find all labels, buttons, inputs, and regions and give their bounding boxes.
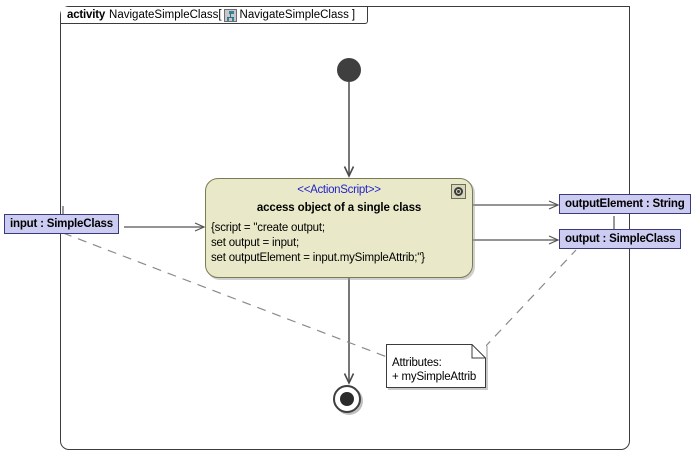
- action-script-line-2: set output = input;: [211, 237, 299, 249]
- action-node[interactable]: <<ActionScript>> access object of a sing…: [205, 178, 473, 278]
- action-script-line-1: {script = "create output;: [211, 222, 325, 234]
- note-attributes[interactable]: Attributes: + mySimpleAttrib: [386, 344, 486, 388]
- note-text: Attributes: + mySimpleAttrib: [392, 356, 476, 384]
- action-title: access object of a single class: [256, 202, 422, 214]
- pin-output[interactable]: output : SimpleClass: [559, 229, 682, 249]
- gear-icon[interactable]: [451, 184, 466, 199]
- activity-final-node[interactable]: [333, 385, 361, 413]
- frame-bracket-close: ]: [351, 9, 356, 21]
- initial-node[interactable]: [337, 58, 361, 82]
- action-script-body: {script = "create output; set output = i…: [206, 221, 472, 266]
- note-heading: Attributes:: [392, 357, 442, 369]
- activity-icon: [223, 9, 237, 22]
- action-script-line-3: set outputElement = input.mySimpleAttrib…: [211, 252, 425, 264]
- note-shape: [386, 344, 486, 388]
- edge-input-to-note-dashed: [62, 232, 388, 358]
- pin-output-element[interactable]: outputElement : String: [559, 194, 691, 214]
- note-attribute: + mySimpleAttrib: [392, 371, 477, 383]
- activity-frame-header: activity NavigateSimpleClass [ NavigateS…: [61, 7, 369, 24]
- edge-note-to-output-dashed: [483, 249, 577, 349]
- frame-keyword: activity: [67, 9, 106, 21]
- frame-name: NavigateSimpleClass: [109, 9, 219, 21]
- action-stereotype: <<ActionScript>>: [297, 184, 381, 196]
- pin-input[interactable]: input : SimpleClass: [4, 214, 119, 234]
- frame-bracket-open: [: [218, 9, 222, 21]
- frame-qualified-name: NavigateSimpleClass: [239, 9, 349, 21]
